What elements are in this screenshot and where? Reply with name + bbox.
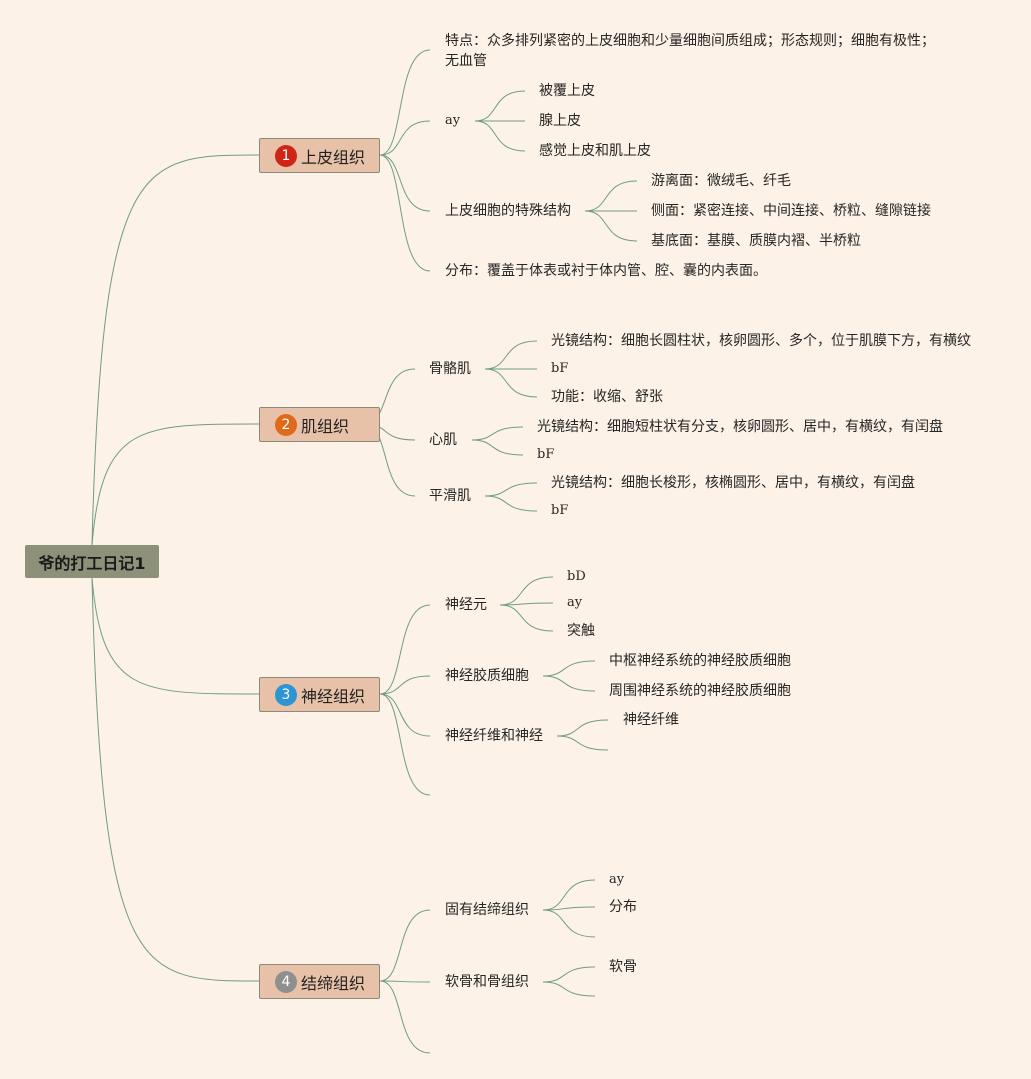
branch-link bbox=[542, 966, 596, 983]
number-3-badge-icon: 3 bbox=[275, 683, 297, 706]
branch-link bbox=[584, 210, 638, 242]
leaf-basal-surface[interactable]: 基底面：基膜、质膜内褶、半桥粒 bbox=[651, 233, 861, 249]
subtopic-proper-connective[interactable]: 固有结缔组织 bbox=[445, 902, 529, 918]
branch-link bbox=[484, 340, 538, 370]
branch-link bbox=[484, 482, 538, 497]
branch-link bbox=[542, 906, 596, 911]
branch-link bbox=[484, 495, 538, 512]
leaf-synapse[interactable]: 突触 bbox=[567, 623, 595, 639]
subtopic-special-structures[interactable]: 上皮细胞的特殊结构 bbox=[445, 203, 571, 219]
leaf-connective-distribution[interactable]: 分布 bbox=[609, 899, 637, 915]
branch-link bbox=[542, 909, 596, 938]
number-4-badge-icon: 4 bbox=[275, 970, 297, 993]
branch-link bbox=[379, 980, 431, 983]
subtopic-glial-cells[interactable]: 神经胶质细胞 bbox=[445, 668, 529, 684]
branch-link bbox=[542, 660, 596, 677]
leaf-peripheral-glial[interactable]: 周围神经系统的神经胶质细胞 bbox=[609, 683, 791, 699]
root-topic[interactable]: 爷的打工日记1 bbox=[25, 545, 159, 578]
branch-link bbox=[556, 735, 609, 751]
branch-link bbox=[379, 675, 431, 695]
topic-label: 上皮组织 bbox=[301, 147, 366, 167]
leaf-sensory-epithelium[interactable]: 感觉上皮和肌上皮 bbox=[539, 143, 651, 159]
branch-link bbox=[379, 604, 431, 695]
branch-link bbox=[379, 154, 431, 212]
subtopic-nerve-fibers[interactable]: 神经纤维和神经 bbox=[445, 728, 543, 744]
topic-muscle-tissue[interactable]: 2 肌组织 bbox=[259, 407, 380, 442]
leaf-skeletal-light-structure[interactable]: 光镜结构：细胞长圆柱状，核卵圆形、多个，位于肌膜下方，有横纹 bbox=[551, 333, 971, 349]
subtopic-distribution[interactable]: 分布：覆盖于体表或衬于体内管、腔、囊的内表面。 bbox=[445, 263, 767, 279]
branch-link bbox=[471, 426, 524, 441]
leaf-cardiac-bf[interactable]: bF bbox=[537, 447, 555, 462]
leaf-lateral-surface[interactable]: 侧面：紧密连接、中间连接、桥粒、缝隙链接 bbox=[651, 203, 931, 219]
branch-link bbox=[379, 693, 431, 737]
branch-link bbox=[474, 120, 526, 152]
topic-label: 神经组织 bbox=[301, 686, 366, 706]
leaf-smooth-bf[interactable]: bF bbox=[551, 503, 569, 518]
root-link bbox=[91, 577, 260, 695]
leaf-skeletal-bf[interactable]: bF bbox=[551, 361, 569, 376]
branch-link bbox=[542, 981, 596, 997]
subtopic-neuron[interactable]: 神经元 bbox=[445, 597, 487, 613]
root-link bbox=[91, 423, 260, 546]
topic-label: 结缔组织 bbox=[301, 973, 366, 993]
topic-nervous-tissue[interactable]: 3 神经组织 bbox=[259, 677, 380, 712]
branch-link bbox=[542, 879, 596, 911]
leaf-glandular-epithelium[interactable]: 腺上皮 bbox=[539, 113, 581, 129]
branch-link bbox=[379, 120, 431, 156]
topic-epithelial-tissue[interactable]: 1 上皮组织 bbox=[259, 138, 380, 173]
topic-label: 肌组织 bbox=[301, 416, 350, 436]
root-link bbox=[91, 154, 260, 546]
subtopic-cardiac-muscle[interactable]: 心肌 bbox=[429, 432, 457, 448]
subtopic-classification[interactable]: ay bbox=[445, 113, 461, 128]
branch-link bbox=[471, 439, 524, 456]
branch-link bbox=[379, 154, 431, 272]
subtopic-features[interactable]: 特点：众多排列紧密的上皮细胞和少量细胞间质组成；形态规则；细胞有极性；无血管 bbox=[445, 33, 935, 69]
number-1-badge-icon: 1 bbox=[275, 144, 297, 167]
leaf-smooth-light-structure[interactable]: 光镜结构：细胞长梭形，核椭圆形、居中，有横纹，有闰盘 bbox=[551, 475, 915, 491]
branch-link bbox=[379, 909, 431, 982]
leaf-neuron-bd[interactable]: bD bbox=[567, 569, 586, 584]
leaf-cardiac-light-structure[interactable]: 光镜结构：细胞短柱状有分支，核卵圆形、居中，有横纹，有闰盘 bbox=[537, 419, 943, 435]
leaf-skeletal-function[interactable]: 功能：收缩、舒张 bbox=[551, 389, 663, 405]
leaf-central-glial[interactable]: 中枢神经系统的神经胶质细胞 bbox=[609, 653, 791, 669]
branch-link bbox=[379, 693, 431, 796]
branch-link bbox=[499, 604, 554, 632]
branch-link bbox=[474, 90, 526, 122]
subtopic-skeletal-muscle[interactable]: 骨骼肌 bbox=[429, 361, 471, 377]
leaf-nerve-fiber[interactable]: 神经纤维 bbox=[623, 712, 679, 728]
branch-link bbox=[379, 49, 431, 156]
branch-link bbox=[584, 180, 638, 212]
leaf-covering-epithelium[interactable]: 被覆上皮 bbox=[539, 83, 595, 99]
branch-link bbox=[499, 576, 554, 606]
branch-link bbox=[499, 602, 554, 606]
branch-link bbox=[379, 980, 431, 1054]
subtopic-smooth-muscle[interactable]: 平滑肌 bbox=[429, 488, 471, 504]
branch-link bbox=[556, 719, 609, 737]
leaf-cartilage[interactable]: 软骨 bbox=[609, 959, 637, 975]
leaf-free-surface[interactable]: 游离面：微绒毛、纤毛 bbox=[651, 173, 791, 189]
branch-link bbox=[484, 368, 538, 398]
number-2-badge-icon: 2 bbox=[275, 413, 297, 436]
branch-link bbox=[542, 675, 596, 692]
root-link bbox=[91, 577, 260, 982]
subtopic-cartilage-bone[interactable]: 软骨和骨组织 bbox=[445, 974, 529, 990]
topic-connective-tissue[interactable]: 4 结缔组织 bbox=[259, 964, 380, 999]
leaf-connective-ay[interactable]: ay bbox=[609, 872, 625, 887]
leaf-neuron-ay[interactable]: ay bbox=[567, 595, 583, 610]
